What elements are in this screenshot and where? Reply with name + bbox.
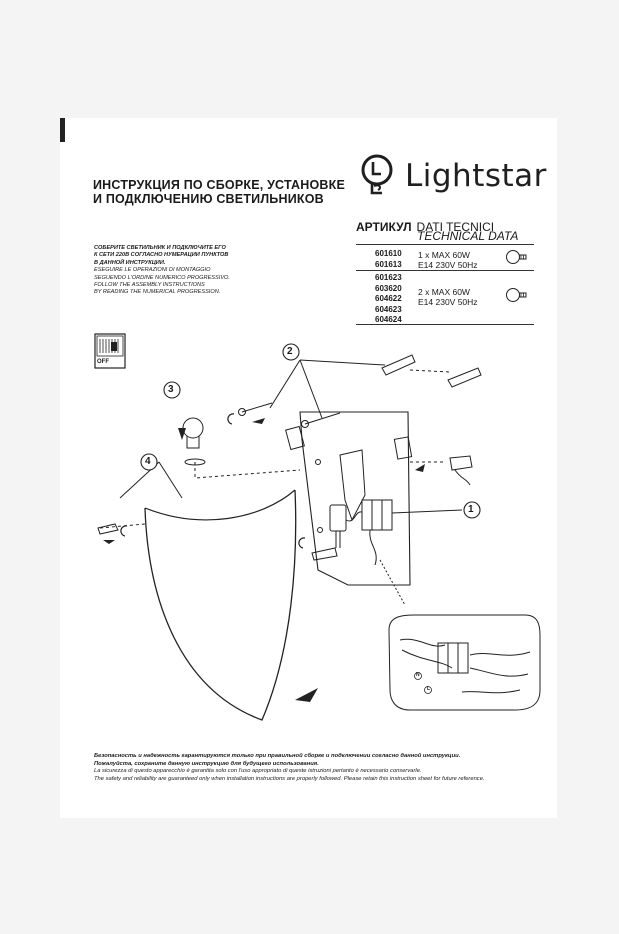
socket-value: E14 230V 50Hz <box>418 297 478 307</box>
technical-data-label: TECHNICAL DATA <box>417 229 519 243</box>
brand-name: Lightstar <box>405 158 547 194</box>
group2-values: 2 x MAX 60W E14 230V 50Hz <box>418 287 478 307</box>
group1-values: 1 x MAX 60W E14 230V 50Hz <box>418 250 478 270</box>
code: 601623 <box>375 273 402 282</box>
off-label: OFF <box>97 359 109 365</box>
instruction-line: SEGUENDO L'ORDINE NUMERICO PROGRESSIVO. <box>94 274 230 281</box>
code: 601613 <box>375 259 402 269</box>
group2-codes: 601623 603620 604622 604623 604624 <box>375 273 402 326</box>
safety-notice: Безопасность и надежность гарантируются … <box>94 753 524 783</box>
assembly-diagram <box>97 343 541 721</box>
page-title: ИНСТРУКЦИЯ ПО СБОРКЕ, УСТАНОВКЕ И ПОДКЛЮ… <box>93 178 353 206</box>
bulb-icon <box>506 288 527 302</box>
instruction-line: К СЕТИ 220В СОГЛАСНО НУМЕРАЦИИ ПУНКТОВ <box>94 252 229 259</box>
code: 603620 <box>375 283 402 293</box>
instruction-line: BY READING THE NUMERICAL PROGRESSION. <box>94 289 221 296</box>
instruction-line: В ДАННОЙ ИНСТРУКЦИИ. <box>94 259 166 266</box>
power-value: 1 x MAX 60W <box>418 250 470 260</box>
instruction-line: FOLLOW THE ASSEMBLY INSTRUCTIONS <box>94 282 205 289</box>
footer-line: The safety and reliability are guarantee… <box>94 775 485 782</box>
callout-markers <box>140 343 481 694</box>
bulb-icon <box>506 250 527 264</box>
page-edge-mark <box>60 118 65 142</box>
instruction-line: СОБЕРИТЕ СВЕТИЛЬНИК И ПОДКЛЮЧИТЕ ЕГО <box>94 245 226 251</box>
callout-1-label: 1 <box>468 504 474 515</box>
lightstar-logo-icon <box>361 154 393 195</box>
code: 604624 <box>375 315 402 324</box>
title-line-2: И ПОДКЛЮЧЕНИЮ СВЕТИЛЬНИКОВ <box>93 192 324 206</box>
callout-3-label: 3 <box>168 384 174 395</box>
footer-line: Безопасность и надежность гарантируются … <box>94 753 461 759</box>
callout-2-label: 2 <box>287 346 293 357</box>
code: 604622 <box>375 294 402 303</box>
title-line-1: ИНСТРУКЦИЯ ПО СБОРКЕ, УСТАНОВКЕ <box>93 178 345 192</box>
power-value: 2 x MAX 60W <box>418 287 470 297</box>
instruction-line: ESEGUIRE LE OPERAZIONI DI MONTAGGIO <box>94 267 211 274</box>
group1-codes: 601610 601613 <box>375 249 402 270</box>
code: 604623 <box>375 304 402 314</box>
socket-value: E14 230V 50Hz <box>418 260 478 270</box>
spec-divider <box>356 324 534 325</box>
footer-line: La sicurezza di questo apparecchio è gar… <box>94 768 422 775</box>
code: 601610 <box>375 249 402 258</box>
spec-header: АРТИКУЛ DATI TECNICI <box>356 221 494 234</box>
spec-divider <box>356 244 534 245</box>
assembly-instructions: СОБЕРИТЕ СВЕТИЛЬНИК И ПОДКЛЮЧИТЕ ЕГО К С… <box>94 245 274 297</box>
power-off-switch-icon <box>94 333 126 369</box>
callout-4-label: 4 <box>145 456 151 467</box>
live-label: L <box>427 686 431 692</box>
article-label: АРТИКУЛ <box>356 220 412 234</box>
neutral-label: N <box>416 672 420 678</box>
footer-line: Пожалуйста, сохраните данную инструкцию … <box>94 760 319 767</box>
spec-divider <box>356 270 534 271</box>
dati-tecnici-label: DATI TECNICI <box>416 220 495 234</box>
